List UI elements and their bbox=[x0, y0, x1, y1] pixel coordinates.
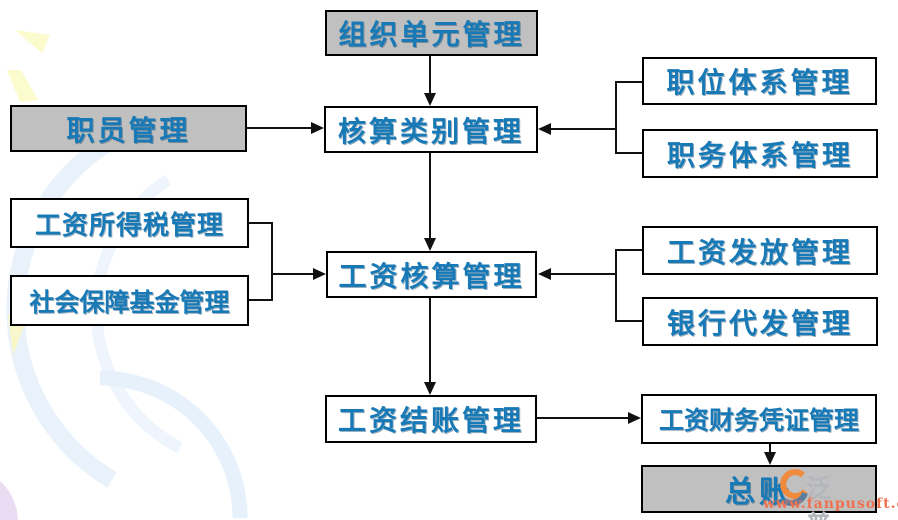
connector-right-top-bracket bbox=[615, 81, 617, 154]
connector-right-mid-bracket bbox=[615, 249, 617, 322]
connector-settlement-voucher-line bbox=[537, 417, 628, 419]
connector-category-payroll-arrowhead bbox=[424, 238, 436, 251]
fanpu-swirl-icon bbox=[780, 469, 808, 506]
watermark-brand-text: 泛普软件 bbox=[806, 474, 834, 520]
decor-triangle-1 bbox=[15, 30, 50, 53]
node-payroll-accounting: 工资核算管理 bbox=[326, 251, 537, 298]
connector-voucher-ledger-line bbox=[769, 444, 771, 453]
connector-payroll-settlement-line bbox=[429, 298, 431, 382]
connector-rightbracket-payroll-arrowhead bbox=[538, 268, 551, 280]
connector-bracket-category-arrowhead bbox=[538, 123, 551, 135]
node-position-system: 职位体系管理 bbox=[642, 57, 877, 105]
watermark-url-text: www.fanpusoft.com bbox=[763, 496, 898, 512]
node-payroll-payout: 工资发放管理 bbox=[642, 226, 878, 275]
connector-payout-stub bbox=[615, 249, 642, 251]
node-employee: 职员管理 bbox=[10, 105, 247, 152]
node-income-tax: 工资所得税管理 bbox=[10, 198, 249, 248]
connector-payroll-settlement-arrowhead bbox=[424, 382, 436, 395]
node-payroll-settlement: 工资结账管理 bbox=[325, 395, 537, 443]
connector-bankagency-stub bbox=[615, 320, 642, 322]
connector-leftbracket-payroll-arrowhead bbox=[313, 268, 326, 280]
connector-orgunit-category-line bbox=[429, 56, 431, 93]
decor-triangle-2 bbox=[7, 70, 38, 102]
connector-category-payroll-line bbox=[429, 153, 431, 238]
connector-leftbracket-payroll-line bbox=[271, 273, 313, 275]
node-financial-voucher: 工资财务凭证管理 bbox=[641, 394, 877, 444]
decor-arc-bottom bbox=[99, 370, 248, 519]
connector-incometax-stub bbox=[249, 222, 273, 224]
connector-voucher-ledger-arrowhead bbox=[764, 452, 776, 465]
node-accounting-category: 核算类别管理 bbox=[324, 106, 538, 153]
connector-employee-category-arrowhead bbox=[311, 122, 324, 134]
connector-orgunit-category-arrowhead bbox=[424, 93, 436, 106]
connector-position-stub bbox=[615, 81, 642, 83]
node-duty-system: 职务体系管理 bbox=[642, 129, 878, 178]
connector-left-bracket bbox=[271, 222, 273, 301]
connector-rightbracket-payroll-line bbox=[551, 273, 616, 275]
decor-lavender-circle bbox=[0, 480, 18, 520]
connector-duty-stub bbox=[615, 152, 642, 154]
connector-settlement-voucher-arrowhead bbox=[628, 412, 641, 424]
node-social-security: 社会保障基金管理 bbox=[10, 275, 249, 326]
connector-bracket-category-line bbox=[551, 128, 616, 130]
node-org-unit: 组织单元管理 bbox=[325, 10, 538, 56]
node-bank-agency: 银行代发管理 bbox=[642, 297, 878, 346]
node-general-ledger: 总账 bbox=[641, 465, 877, 513]
connector-socialsecurity-stub bbox=[249, 299, 273, 301]
connector-employee-category-line bbox=[247, 127, 312, 129]
